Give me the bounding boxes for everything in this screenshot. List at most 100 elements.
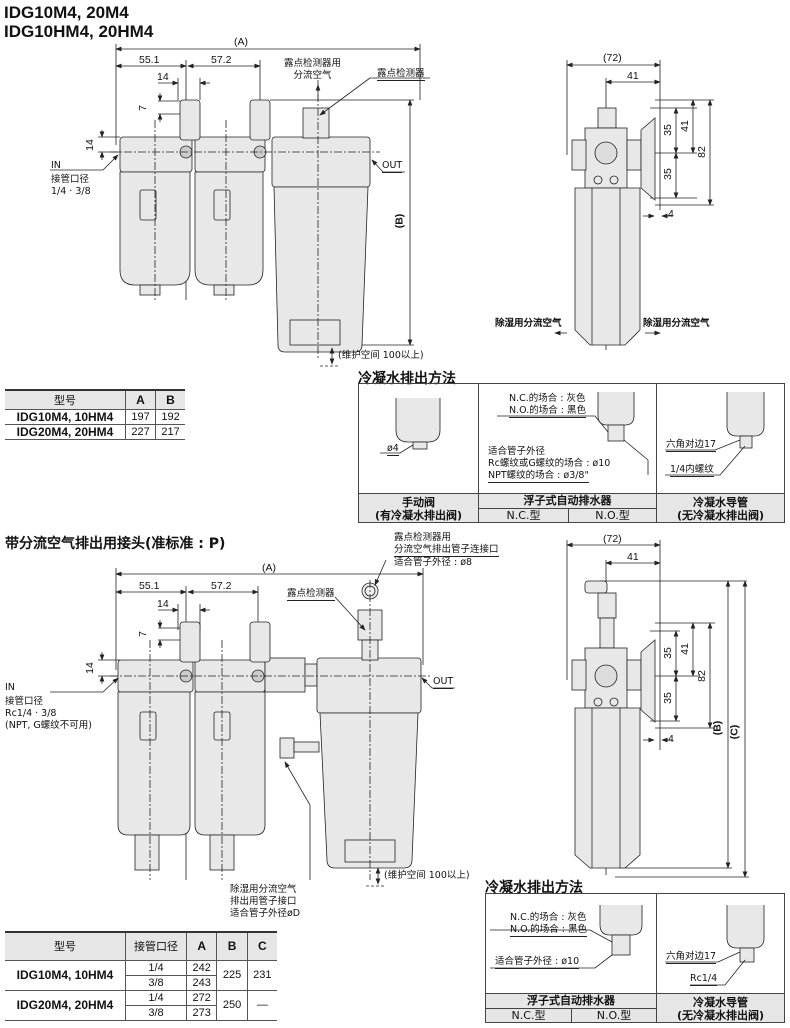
port-size-value-2: Rc1/4 · 3/8 (5, 708, 57, 719)
col-C: C (246, 931, 277, 961)
dim-4-2: 4 (668, 733, 674, 745)
value-C: — (246, 989, 277, 1020)
guide-caption-2: (无冷凝水排出阀) (676, 1009, 765, 1022)
dim-14-height: 14 (83, 139, 96, 151)
dim-14-width-2: 14 (157, 598, 169, 610)
dim-72-2: (72) (603, 533, 622, 545)
drain-title-2: 冷凝水排出方法 (485, 880, 583, 896)
no-color-2: N.O.的场合 : 黑色 (510, 924, 587, 937)
dim-A-2: (A) (262, 562, 276, 574)
value-B: 192 (155, 409, 185, 425)
no-type-2: N.O.型 (571, 1008, 656, 1022)
dim-4: 4 (668, 208, 674, 220)
maintenance-space-2: (维护空间 100以上) (384, 870, 470, 881)
auto-drain-caption-2: 浮子式自动排水器 (486, 993, 656, 1008)
col-model: 型号 (5, 389, 126, 410)
value-B: 250 (216, 989, 248, 1020)
col-B: B (216, 931, 248, 961)
sensor-port-label: 露点检测器用 分流空气排出管子连接口 适合管子外径 : ø8 (394, 532, 499, 569)
thread-size: 1/4内螺纹 (670, 464, 714, 477)
dehumid-air-right: 除湿用分流空气 (643, 318, 710, 329)
port-note: (NPT, G螺纹不可用) (5, 720, 92, 731)
model-cell: IDG20M4, 20HM4 (5, 989, 126, 1020)
dim-B-2: (B) (711, 720, 724, 736)
dim-14-height-2: 14 (83, 662, 96, 674)
guide-caption-2: (无冷凝水排出阀) (676, 509, 765, 522)
dim-41-width-2: 41 (627, 551, 639, 563)
col-A: A (124, 389, 156, 410)
sensor-port-line3: 适合管子外径 : ø8 (394, 557, 473, 568)
model-title-line2: IDG10HM4, 20HM4 (4, 22, 154, 41)
dim-B: (B) (393, 213, 406, 229)
dehumid-port-label: 除湿用分流空气 排出用管子接口 适合管子外径øD (230, 884, 300, 920)
nc-type-2: N.C.型 (486, 1008, 571, 1022)
value-A: 197 (124, 409, 156, 425)
value-A: 227 (124, 424, 156, 440)
table-row: IDG20M4, 20HM4 1/4 272 250 — (5, 989, 277, 1020)
drain-table-1 (358, 383, 785, 523)
drain-guide-caption-2: 冷凝水导管 (无冷凝水排出阀) (657, 993, 784, 1022)
section2-title: 带分流空气排出用接头(准标准 : P) (5, 536, 226, 552)
in-label: IN (51, 160, 61, 171)
dim-55-1-2: 55.1 (139, 580, 160, 592)
spec-table-2: 型号 接管口径 A B C IDG10M4, 10HM4 1/4 242 225… (5, 931, 277, 1021)
dim-41-width: 41 (627, 70, 639, 82)
in-label-2: IN (5, 682, 15, 693)
bypass-air-label: 露点检测器用 分流空气 (284, 58, 341, 82)
thread-size-2: Rc1/4 (690, 973, 718, 986)
dim-82-2: 82 (695, 670, 708, 682)
sensor-port-line2: 分流空气排出管子连接口 (394, 544, 499, 557)
port-size-value: 1/4 · 3/8 (51, 186, 91, 197)
maintenance-space: (维护空间 100以上) (338, 350, 424, 361)
port-size: 3/8 (125, 974, 187, 990)
dehumid-air-left: 除湿用分流空气 (495, 318, 562, 329)
out-label-2: OUT (433, 676, 454, 689)
table-row: 3/8 273 (5, 1004, 277, 1020)
manual-callout: ø4 (387, 443, 399, 456)
hex-size-2: 六角对边17 (666, 951, 717, 964)
col-A: A (185, 931, 217, 961)
dim-35-lower: 35 (661, 168, 674, 180)
port-size-label-2: 接管口径 (5, 696, 44, 707)
col-model: 型号 (5, 931, 126, 961)
bottom-side-view (566, 540, 749, 878)
table-row: IDG10M4, 10HM4 197 192 (5, 409, 185, 425)
manual-valve-caption: 手动阀 (有冷凝水排出阀) (359, 493, 478, 522)
value-A: 242 (185, 960, 217, 975)
dim-14-width: 14 (157, 71, 169, 83)
dim-55-1: 55.1 (139, 54, 160, 66)
dehumid-port-line2: 排出用管子接口 (230, 896, 297, 907)
col-port-size: 接管口径 (125, 931, 187, 961)
port-size: 1/4 (125, 960, 187, 975)
nc-color: N.C.的场合 : 灰色 (509, 393, 586, 404)
value-A: 243 (185, 974, 217, 990)
table-row: 3/8 243 (5, 974, 277, 990)
out-label: OUT (382, 160, 403, 173)
drain-guide-caption: 冷凝水导管 (无冷凝水排出阀) (657, 493, 784, 522)
port-size: 3/8 (125, 1004, 187, 1020)
no-type: N.O.型 (568, 508, 656, 522)
sensor-port-line1: 露点检测器用 (394, 532, 452, 543)
dim-41-height-2: 41 (678, 643, 691, 655)
spec-table-1: 型号 A B IDG10M4, 10HM4 197 192 IDG20M4, 2… (5, 389, 185, 440)
guide-caption-1: 冷凝水导管 (693, 996, 748, 1009)
hex-size: 六角对边17 (666, 439, 717, 452)
no-color: N.O.的场合 : 黑色 (509, 405, 586, 418)
value-B: 225 (216, 960, 248, 990)
dim-57-2: 57.2 (211, 54, 232, 66)
col-B: B (155, 389, 185, 410)
nc-color-2: N.C.的场合 : 灰色 (510, 912, 587, 923)
port-size: 1/4 (125, 989, 187, 1005)
bypass-air-line2: 分流空气 (293, 70, 332, 81)
dim-C: (C) (728, 724, 741, 740)
tube-od-2: 适合管子外径 : ø10 (495, 956, 580, 969)
auto-drain-caption: 浮子式自动排水器 (479, 493, 656, 508)
dim-41-height: 41 (678, 120, 691, 132)
tube-od-label: 适合管子外径 (488, 446, 546, 457)
table-row: IDG20M4, 20HM4 227 217 (5, 424, 185, 440)
top-front-view (50, 44, 430, 367)
value-C: 231 (246, 960, 277, 990)
table-row: IDG10M4, 10HM4 1/4 242 225 231 (5, 960, 277, 990)
manual-caption-1: 手动阀 (402, 496, 435, 509)
dim-72: (72) (603, 52, 622, 64)
